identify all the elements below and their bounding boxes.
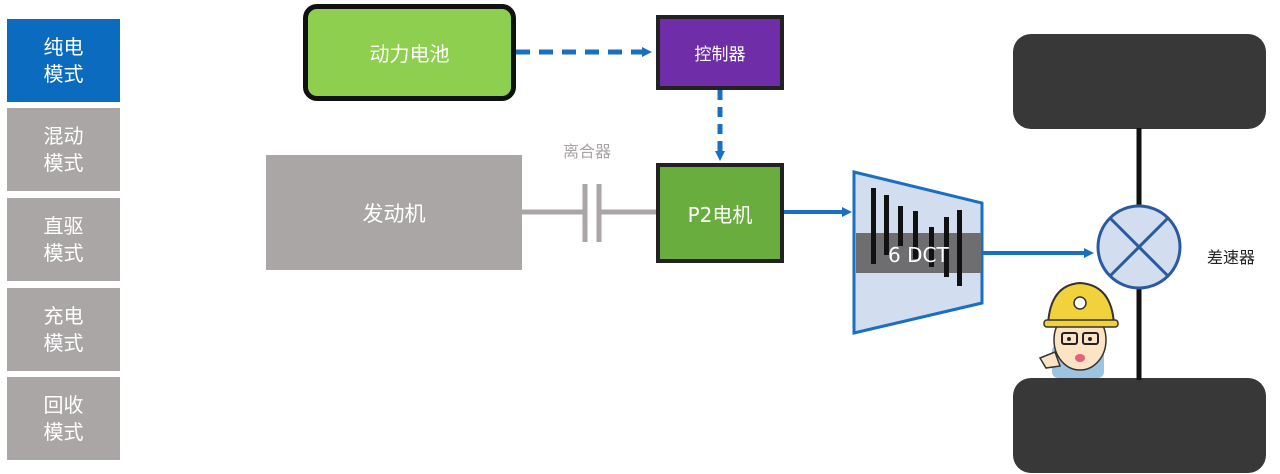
dct-gear-bars — [871, 188, 962, 286]
mode-button-regeneration[interactable]: 回收 模式 — [7, 377, 120, 460]
mode-label: 直驱 — [43, 213, 84, 238]
mode-label: 模式 — [43, 330, 84, 355]
engine-block: 发动机 — [266, 155, 522, 270]
power-battery-label: 动力电池 — [369, 42, 450, 66]
clutch-label: 离合器 — [563, 142, 612, 161]
wheel-bottom — [1013, 378, 1266, 473]
mode-label: 回收 — [43, 392, 84, 417]
differential-label: 差速器 — [1207, 248, 1256, 267]
controller-block: 控制器 — [656, 15, 784, 90]
dct-label: 6 DCT — [888, 243, 949, 267]
controller-label: 控制器 — [694, 45, 746, 65]
engineer-mascot-icon — [1038, 281, 1119, 378]
mode-label: 纯电 — [43, 34, 84, 59]
p2-motor-label: P2电机 — [687, 202, 753, 227]
mode-label: 模式 — [43, 61, 84, 86]
differential-cross — [1108, 216, 1170, 278]
p2-motor-block: P2电机 — [656, 163, 784, 263]
mode-button-pure-electric[interactable]: 纯电 模式 — [7, 19, 120, 102]
mode-button-direct-drive[interactable]: 直驱 模式 — [7, 198, 120, 281]
mode-label: 混动 — [43, 123, 84, 148]
mode-label: 模式 — [43, 240, 84, 265]
wheel-top — [1013, 34, 1266, 129]
mode-button-hybrid[interactable]: 混动 模式 — [7, 108, 120, 191]
engine-label: 发动机 — [362, 201, 426, 226]
mode-label: 模式 — [43, 419, 84, 444]
mode-label: 模式 — [43, 150, 84, 175]
power-battery-block: 动力电池 — [303, 4, 516, 101]
mode-label: 充电 — [43, 303, 84, 328]
mode-button-charging[interactable]: 充电 模式 — [7, 288, 120, 371]
